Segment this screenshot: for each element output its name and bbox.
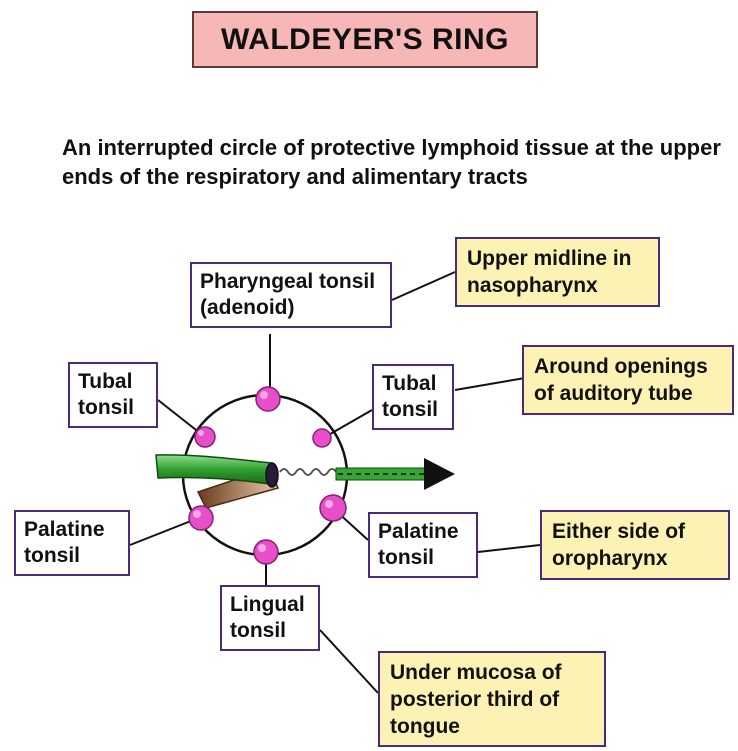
tonsil-tubal-right bbox=[313, 429, 331, 447]
tonsil-highlight-4 bbox=[325, 500, 333, 508]
tonsil-tubal-left bbox=[195, 427, 215, 447]
tonsil-pharyngeal bbox=[256, 387, 280, 411]
label-pharyngeal: Pharyngeal tonsil (adenoid) bbox=[190, 262, 392, 328]
label-lingual: Lingual tonsil bbox=[220, 585, 320, 651]
arrow-head bbox=[424, 458, 455, 490]
connector-auditory bbox=[455, 378, 525, 390]
green-tube bbox=[156, 455, 272, 484]
connector-either-side bbox=[478, 545, 540, 552]
connector-under-mucosa bbox=[320, 630, 378, 693]
connector-palatine-left bbox=[130, 519, 196, 545]
tonsil-palatine-right bbox=[320, 495, 346, 521]
coiled-segment bbox=[280, 469, 336, 475]
note-upper: Upper midline in nasopharynx bbox=[455, 237, 660, 307]
note-auditory: Around openings of auditory tube bbox=[522, 345, 734, 415]
tube-opening bbox=[266, 463, 278, 487]
connector-upper bbox=[392, 272, 455, 300]
tonsil-lingual bbox=[254, 540, 278, 564]
tonsil-palatine-left bbox=[189, 506, 213, 530]
label-tubal-right: Tubal tonsil bbox=[372, 364, 454, 430]
tonsil-highlight-1 bbox=[260, 391, 268, 399]
label-palatine-right: Palatine tonsil bbox=[368, 512, 478, 578]
note-either-side: Either side of oropharynx bbox=[540, 510, 730, 580]
tonsil-highlight-2 bbox=[198, 430, 204, 436]
label-palatine-left: Palatine tonsil bbox=[14, 510, 130, 576]
note-under-mucosa: Under mucosa of posterior third of tongu… bbox=[378, 651, 606, 747]
tonsil-highlight-5 bbox=[258, 544, 266, 552]
tonsil-highlight-3 bbox=[193, 510, 201, 518]
connector-tubal-right bbox=[325, 410, 372, 437]
label-tubal-left: Tubal tonsil bbox=[68, 362, 158, 428]
